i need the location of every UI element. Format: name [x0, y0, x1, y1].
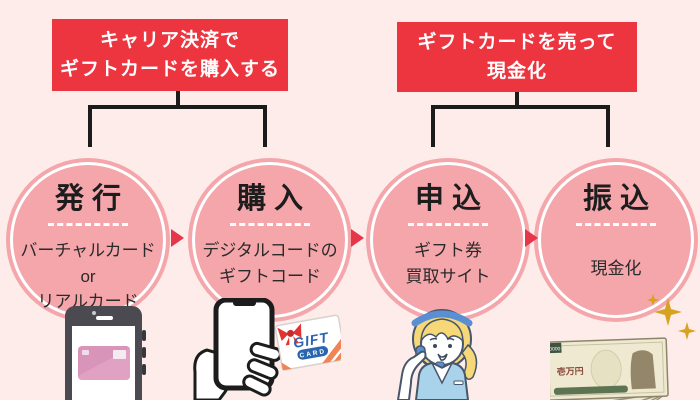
- connector-drop: [88, 105, 92, 147]
- dashed-divider: [408, 223, 488, 226]
- portrait-silhouette: [630, 350, 656, 390]
- right-arrow-icon: [525, 229, 538, 247]
- step-text-line: デジタルコードの: [202, 241, 338, 260]
- eyebrow: [446, 337, 455, 341]
- dashed-divider: [576, 223, 656, 226]
- hand-fingers: [242, 341, 282, 397]
- phone-side-button: [142, 364, 146, 375]
- vest-badge: [453, 380, 464, 385]
- sparkle-icon: [647, 294, 696, 340]
- step-title: 申込: [414, 183, 489, 215]
- header-line: キャリア決済で: [99, 29, 240, 51]
- step-text-line: 現金化: [590, 259, 642, 278]
- eyebrow: [429, 337, 438, 341]
- right-arrow-icon: [351, 229, 364, 247]
- phone-notch: [233, 299, 256, 306]
- header-line: 現金化: [486, 61, 547, 82]
- header-sell-giftcard: ギフトカードを売って 現金化: [397, 22, 637, 92]
- smartphone-virtual-card-illustration: [65, 306, 146, 400]
- connector-drop: [263, 105, 267, 147]
- gift-card-stripe: [322, 337, 341, 364]
- connector-bar: [431, 105, 610, 109]
- step-text-line: 買取サイト: [405, 266, 491, 286]
- green-band: [553, 385, 628, 395]
- step-title: 購入: [236, 183, 311, 215]
- connector-drop: [431, 105, 435, 147]
- banknote-fan: 10000 壱万円: [550, 337, 669, 400]
- connector-bar: [88, 105, 267, 109]
- step-title: 振込: [582, 183, 657, 215]
- hand-phone-giftcard-illustration: GIFT CARD: [193, 298, 341, 400]
- ponytail: [461, 343, 478, 380]
- connector-stem: [176, 91, 180, 107]
- banknote-kanji: 壱万円: [557, 365, 584, 377]
- step-text-line: バーチャルカード: [20, 241, 156, 260]
- step-text-line: or: [80, 266, 96, 286]
- phone-speaker: [96, 316, 113, 320]
- dashed-divider: [48, 223, 128, 226]
- step-circle-transfer: 振込 現金化: [534, 158, 698, 322]
- connector-drop: [606, 105, 610, 147]
- step-circle-purchase: 購入 デジタルコードの ギフトコード: [188, 158, 352, 322]
- banknote-number: 10000: [550, 346, 561, 352]
- raised-arm: [396, 350, 427, 400]
- header-line: ギフトカードを売って: [417, 31, 617, 53]
- gift-card-subtitle: CARD: [299, 348, 327, 360]
- step-circle-apply: 申込 ギフト券 買取サイト: [366, 158, 530, 322]
- phone-side-button: [142, 347, 146, 358]
- gift-card-title: GIFT: [292, 329, 331, 351]
- headset-band: [411, 310, 473, 327]
- header-buy-giftcard: キャリア決済で ギフトカードを購入する: [52, 19, 288, 91]
- virtual-credit-card: [78, 346, 130, 380]
- shirt-vneck: [430, 361, 454, 385]
- dashed-divider: [230, 223, 310, 226]
- ribbon-bow-icon: [277, 323, 302, 346]
- right-arrow-icon: [171, 229, 184, 247]
- eye: [433, 344, 437, 348]
- connector-stem: [515, 92, 519, 107]
- eye: [448, 344, 452, 348]
- support-operator-illustration: [396, 309, 478, 400]
- phone-side-button: [142, 330, 146, 341]
- front-banknote: 10000 壱万円: [550, 337, 669, 400]
- gift-card: GIFT CARD: [274, 314, 341, 371]
- step-text-line: ギフト券: [414, 241, 482, 260]
- step-circle-issue: 発行 バーチャルカード or リアルカード: [6, 158, 170, 322]
- step-title: 発行: [54, 183, 129, 215]
- phone-camera-dot: [92, 311, 96, 315]
- smiling-mouth: [437, 353, 448, 361]
- step-text-line: ギフトコード: [219, 266, 321, 286]
- yen-banknotes-illustration: 10000 壱万円: [550, 294, 696, 400]
- bangs: [420, 318, 464, 344]
- header-line: ギフトカードを購入する: [59, 59, 280, 80]
